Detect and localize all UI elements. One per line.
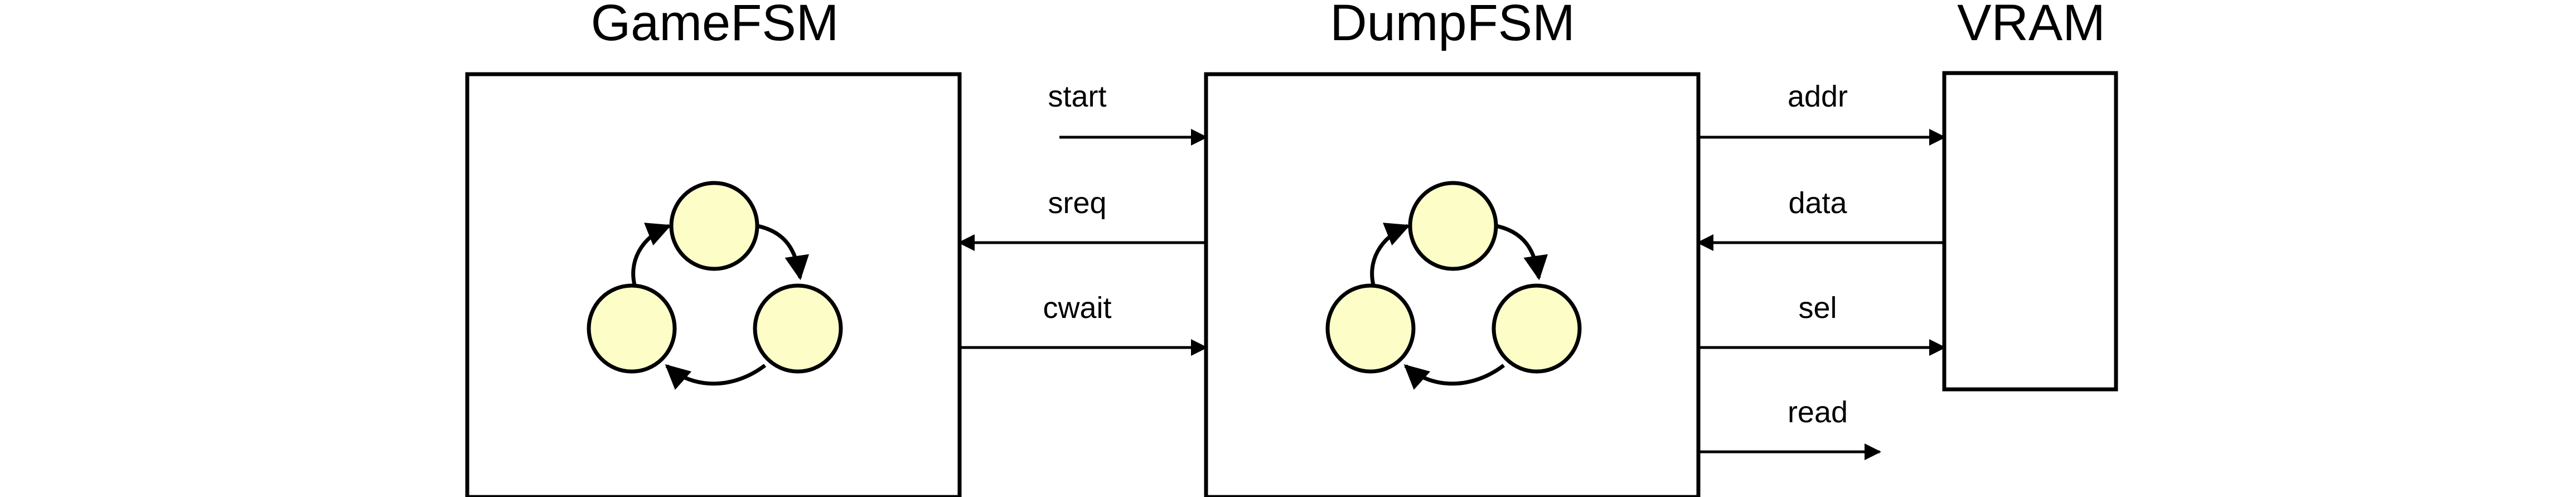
- dump-fsm-block: [1204, 72, 1701, 497]
- dump-fsm-transition-arrow: [1370, 223, 1411, 290]
- signal-sreq: sreq: [958, 186, 1206, 251]
- vram-block: [1942, 71, 2118, 392]
- signal-start: start: [1048, 80, 1208, 146]
- game-fsm-state-diagram: [587, 181, 843, 390]
- sreq-label: sreq: [1048, 186, 1106, 220]
- signal-sel: sel: [1698, 291, 1946, 356]
- game-fsm-transition-arrow: [665, 364, 767, 390]
- game-fsm-transition-arrow: [631, 223, 672, 290]
- game-fsm-state-node: [587, 283, 677, 374]
- game-fsm-state-node: [753, 283, 843, 374]
- signal-addr: addr: [1698, 80, 1946, 146]
- game-fsm-block: [465, 72, 962, 497]
- read-label: read: [1788, 395, 1848, 429]
- signal-data: data: [1697, 186, 1944, 251]
- game-fsm-transition-arrow: [754, 223, 810, 281]
- dump-fsm-state-node: [1408, 181, 1498, 271]
- dump-fsm-transition-arrow: [1403, 364, 1505, 390]
- dump-fsm-state-node: [1325, 283, 1416, 374]
- game-fsm-title: GameFSM: [591, 0, 839, 51]
- dump-fsm-state-diagram: [1325, 181, 1582, 390]
- dump-fsm-title: DumpFSM: [1330, 0, 1575, 51]
- start-label: start: [1048, 80, 1106, 113]
- dump-fsm-state-node: [1492, 283, 1582, 374]
- cwait-label: cwait: [1043, 291, 1111, 325]
- dump-fsm-transition-arrow: [1493, 223, 1548, 281]
- signal-cwait: cwait: [960, 291, 1208, 356]
- data-label: data: [1788, 186, 1847, 220]
- game-fsm-state-node: [669, 181, 759, 271]
- addr-label: addr: [1788, 80, 1848, 113]
- vram-title: VRAM: [1957, 0, 2105, 51]
- signal-read: read: [1698, 395, 1881, 460]
- sel-label: sel: [1798, 291, 1837, 325]
